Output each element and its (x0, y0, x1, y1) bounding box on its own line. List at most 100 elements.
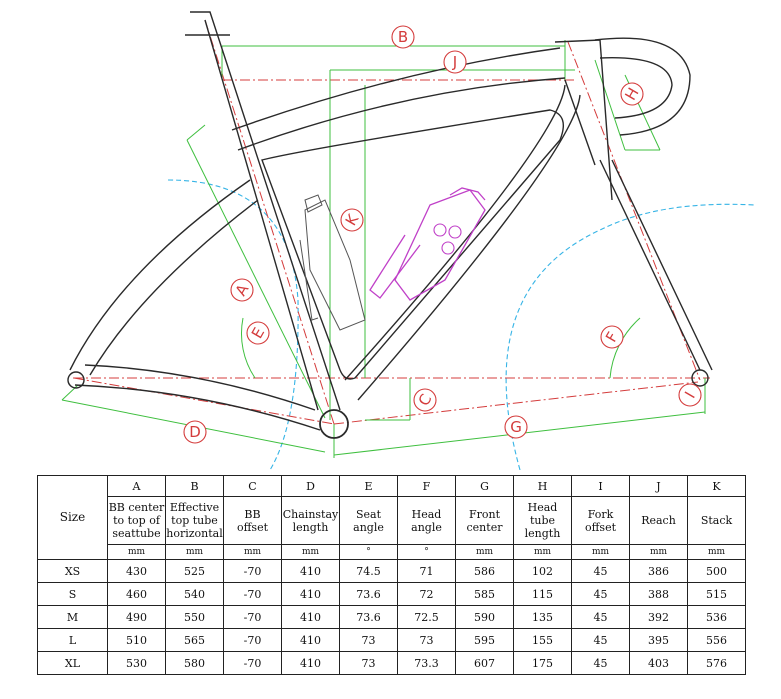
value-cell: 410 (281, 628, 340, 652)
value-cell: -70 (223, 559, 282, 583)
value-cell: 115 (513, 582, 572, 606)
value-cell: 550 (165, 605, 224, 629)
col-letter-j: J (629, 475, 688, 497)
value-cell: 525 (165, 559, 224, 583)
col-unit-d: mm (281, 544, 340, 560)
label-c: C (413, 388, 437, 412)
size-cell: XS (37, 559, 108, 583)
value-cell: 155 (513, 628, 572, 652)
size-header: Size (37, 475, 108, 560)
svg-text:G: G (510, 418, 522, 436)
col-unit-k: mm (687, 544, 746, 560)
value-cell: 45 (571, 559, 630, 583)
value-cell: 102 (513, 559, 572, 583)
label-e: E (246, 321, 270, 345)
value-cell: 73.3 (397, 651, 456, 675)
value-cell: 73.6 (339, 582, 398, 606)
value-cell: 565 (165, 628, 224, 652)
value-cell: 595 (455, 628, 514, 652)
label-b: B (391, 25, 415, 49)
col-unit-h: mm (513, 544, 572, 560)
value-cell: 45 (571, 651, 630, 675)
value-cell: 72 (397, 582, 456, 606)
col-name-j: Reach (629, 496, 688, 545)
col-unit-f: ° (397, 544, 456, 560)
label-k: K (340, 208, 364, 232)
value-cell: -70 (223, 605, 282, 629)
wheel-arcs (167, 179, 756, 470)
value-cell: 45 (571, 605, 630, 629)
value-cell: 580 (165, 651, 224, 675)
value-cell: 45 (571, 582, 630, 606)
col-letter-h: H (513, 475, 572, 497)
size-cell: L (37, 628, 108, 652)
value-cell: 585 (455, 582, 514, 606)
size-cell: XL (37, 651, 108, 675)
col-letter-c: C (223, 475, 282, 497)
value-cell: 135 (513, 605, 572, 629)
value-cell: 410 (281, 651, 340, 675)
svg-text:B: B (398, 28, 408, 46)
value-cell: 460 (107, 582, 166, 606)
value-cell: 607 (455, 651, 514, 675)
value-cell: 403 (629, 651, 688, 675)
col-letter-i: I (571, 475, 630, 497)
value-cell: -70 (223, 651, 282, 675)
value-cell: 556 (687, 628, 746, 652)
col-unit-b: mm (165, 544, 224, 560)
dimension-lines (61, 40, 706, 458)
frame-outline (67, 11, 713, 439)
col-name-k: Stack (687, 496, 746, 545)
value-cell: -70 (223, 628, 282, 652)
col-unit-e: ° (339, 544, 398, 560)
bottles (299, 187, 486, 331)
value-cell: 73 (339, 628, 398, 652)
value-cell: 74.5 (339, 559, 398, 583)
label-j: J (443, 50, 467, 74)
value-cell: 45 (571, 628, 630, 652)
value-cell: 71 (397, 559, 456, 583)
col-unit-g: mm (455, 544, 514, 560)
label-h: H (620, 82, 644, 106)
label-g: G (504, 415, 528, 439)
col-letter-b: B (165, 475, 224, 497)
size-cell: S (37, 582, 108, 606)
col-unit-j: mm (629, 544, 688, 560)
size-cell: M (37, 605, 108, 629)
value-cell: 590 (455, 605, 514, 629)
value-cell: 510 (107, 628, 166, 652)
svg-text:J: J (452, 53, 457, 71)
value-cell: 175 (513, 651, 572, 675)
value-cell: 410 (281, 605, 340, 629)
value-cell: 515 (687, 582, 746, 606)
svg-text:D: D (189, 423, 201, 441)
value-cell: 73.6 (339, 605, 398, 629)
col-letter-e: E (339, 475, 398, 497)
label-d: D (183, 420, 207, 444)
value-cell: 73 (339, 651, 398, 675)
col-letter-d: D (281, 475, 340, 497)
value-cell: 536 (687, 605, 746, 629)
value-cell: 73 (397, 628, 456, 652)
col-letter-k: K (687, 475, 746, 497)
col-letter-a: A (107, 475, 166, 497)
value-cell: 576 (687, 651, 746, 675)
value-cell: 72.5 (397, 605, 456, 629)
value-cell: 586 (455, 559, 514, 583)
value-cell: 386 (629, 559, 688, 583)
